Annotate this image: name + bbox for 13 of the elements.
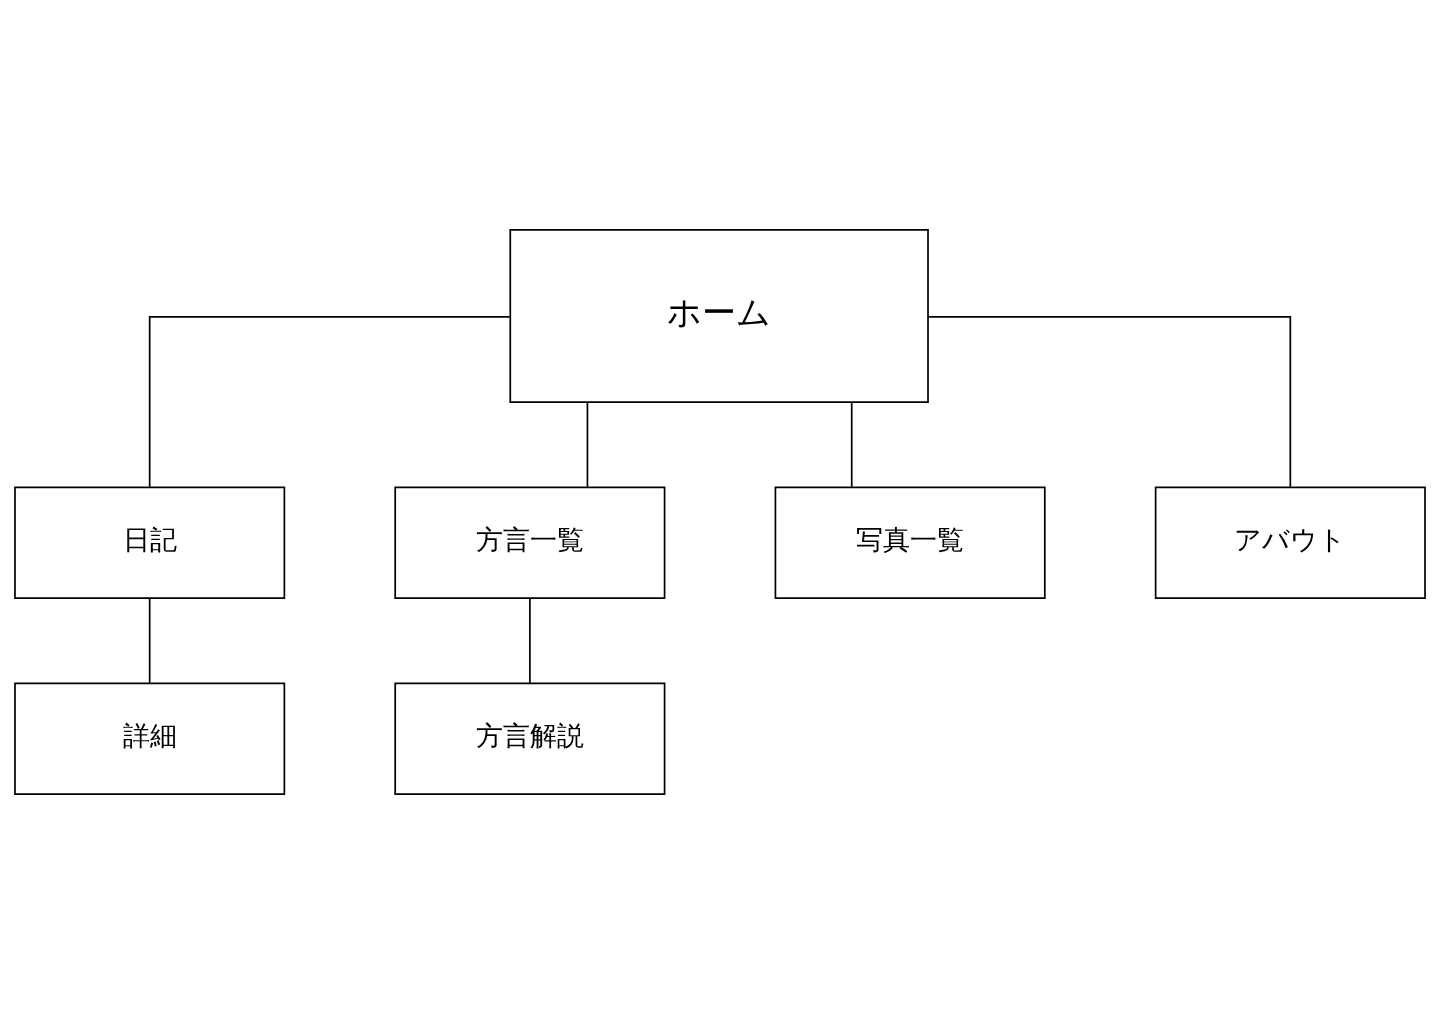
node-box: 方言一覧	[394, 486, 666, 599]
connector	[850, 401, 853, 488]
connector	[148, 315, 511, 488]
node-box: 日記	[14, 486, 286, 599]
connector	[927, 315, 1292, 488]
node-box: 詳細	[14, 682, 286, 796]
node-box: 写真一覧	[774, 486, 1046, 599]
connector	[529, 597, 531, 684]
node-box: ホーム	[509, 228, 929, 403]
connector	[148, 597, 151, 684]
node-box: 方言解説	[394, 682, 666, 796]
node-box: アバウト	[1154, 486, 1426, 599]
connector	[586, 401, 589, 488]
